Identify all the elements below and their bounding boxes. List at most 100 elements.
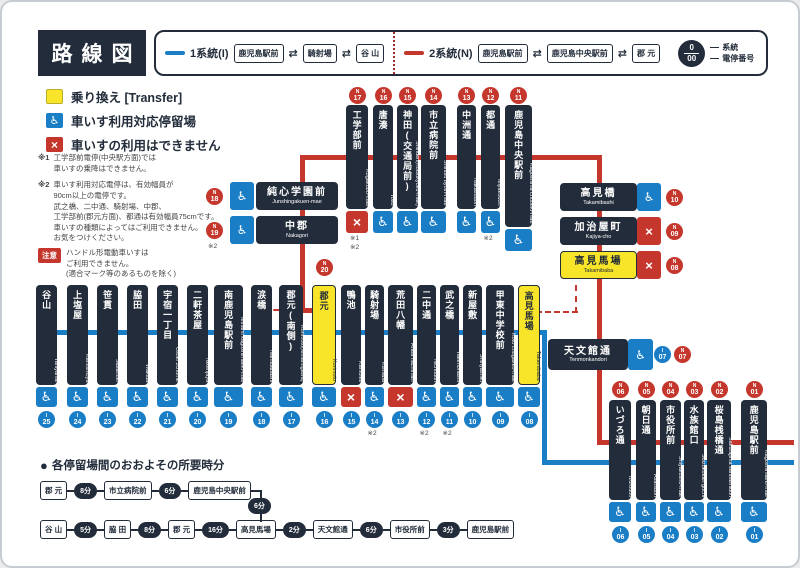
time-chart-duration: 8分	[74, 482, 97, 499]
caution-text: ハンドル形電動車いすはご利用できません。(適合マーク等のあるものを除く)	[66, 248, 176, 279]
wheelchair-icon: ♿	[36, 387, 57, 407]
station-name-ja: 脇田	[132, 290, 143, 310]
badge-line-letter: I	[196, 412, 199, 419]
line-color-dash	[404, 51, 425, 55]
badge-line-letter: I	[471, 412, 474, 419]
station-name-romaji: Kagoshimaeki-mae	[763, 449, 769, 497]
symbol-legend: 乗り換え [Transfer]♿車いす利用対応停留場×車いすの利用はできません	[46, 87, 221, 154]
badge-line-letter: I	[76, 412, 79, 419]
station-name-ja: 工学部前	[351, 110, 362, 150]
time-chart-duration: 5分	[74, 521, 97, 538]
badge-line-letter: N	[717, 382, 722, 389]
station-name-romaji: Asahidori	[652, 474, 658, 497]
badge-line-letter: I	[645, 527, 648, 534]
station-name-romaji: Shinden(Kotsukyoku-mae)	[414, 141, 420, 206]
badge-line-letter: N	[405, 88, 410, 95]
legend-label: 車いす利用対応停留場	[71, 115, 197, 129]
badge-line-letter: I	[661, 347, 664, 354]
badge-stop-number: 24	[73, 418, 82, 426]
time-chart-duration: 8分	[138, 521, 161, 538]
station-name-ja: 高見馬場	[523, 291, 534, 331]
travel-time-title: ● 各停留場間のおおよその所要時分	[40, 457, 224, 473]
time-chart-stop: 谷 山	[40, 520, 68, 539]
station-name-romaji: Suizokukan guchi	[700, 453, 706, 497]
station-name-romaji: Korimoto(Minamigawa)	[299, 325, 305, 382]
no-wheelchair-x-icon: ×	[341, 387, 361, 407]
station-name-ja: 市立病院前	[428, 110, 439, 160]
badge-line-letter: N	[212, 189, 217, 196]
wheelchair-icon: ♿	[660, 502, 681, 522]
badge-line-letter: I	[323, 412, 326, 419]
time-connector-line	[67, 528, 75, 531]
station-name-romaji: Kishaba	[380, 362, 386, 382]
badge-line-letter: I	[227, 412, 230, 419]
badge-line-letter: N	[680, 347, 685, 354]
wheelchair-icon: ♿	[312, 387, 336, 407]
time-connector-line	[305, 528, 313, 531]
badge-stop-number: 12	[422, 418, 431, 426]
time-chart-stop: 郡 元	[40, 481, 68, 500]
station-footnote-ref: ※2	[483, 235, 493, 242]
travel-time-title-text: 各停留場間のおおよその所要時分	[51, 460, 225, 472]
station-shinden-kotsukyoku-mae: 神田(交通局前)Shinden(Kotsukyoku-mae)♿	[397, 105, 420, 233]
badge-stop-number: 13	[396, 418, 405, 426]
badge-line-letter: I	[45, 412, 48, 419]
station-name-ja: 騎射場	[369, 290, 380, 320]
station-name-romaji: Junshingakuen-mae	[272, 198, 322, 205]
station-name-ja: 神田(交通局前)	[402, 110, 413, 192]
station-korimoto-minamigawa: 郡元(南側)Korimoto(Minamigawa)♿	[279, 285, 305, 407]
footnote-mark: ※1	[38, 153, 50, 162]
time-connector-line	[97, 489, 104, 492]
line-color-dash	[165, 51, 185, 55]
badge-stop-number: 25	[42, 418, 51, 426]
line-legend-1-i: 1系統(I)鹿児島駅前⇄騎射場⇄谷 山	[156, 32, 393, 74]
no-wheelchair-x-icon: ×	[637, 251, 661, 279]
time-connector-line	[131, 528, 139, 531]
wheelchair-icon: ♿	[373, 211, 393, 233]
no-wheelchair-x-icon: ×	[637, 217, 661, 245]
badge-stop-number: 21	[163, 418, 172, 426]
wheelchair-icon: ♿	[684, 502, 704, 522]
station-name-romaji: Kogakubu-mae	[364, 168, 370, 206]
badge-line-letter: I	[499, 412, 502, 419]
station-name-romaji: Nichudori	[432, 358, 438, 382]
station-name-ja: 笹貫	[102, 290, 113, 310]
badge-stop-number: 05	[642, 388, 651, 396]
badge-stop-number: 10	[670, 196, 679, 204]
station-footnote-ref: ※2	[367, 430, 377, 437]
system-label: 系統	[722, 42, 739, 52]
station-name-romaji: Minami kagoshimaeki-mae	[239, 316, 245, 382]
station-footnote-ref: ※2	[442, 430, 452, 437]
badge-line-letter: N	[752, 382, 757, 389]
wheelchair-icon: ♿	[279, 387, 303, 407]
wheelchair-icon: ♿	[67, 387, 88, 407]
line-2-right-vertical	[597, 155, 602, 445]
badge-stop-number: 01	[750, 388, 759, 396]
